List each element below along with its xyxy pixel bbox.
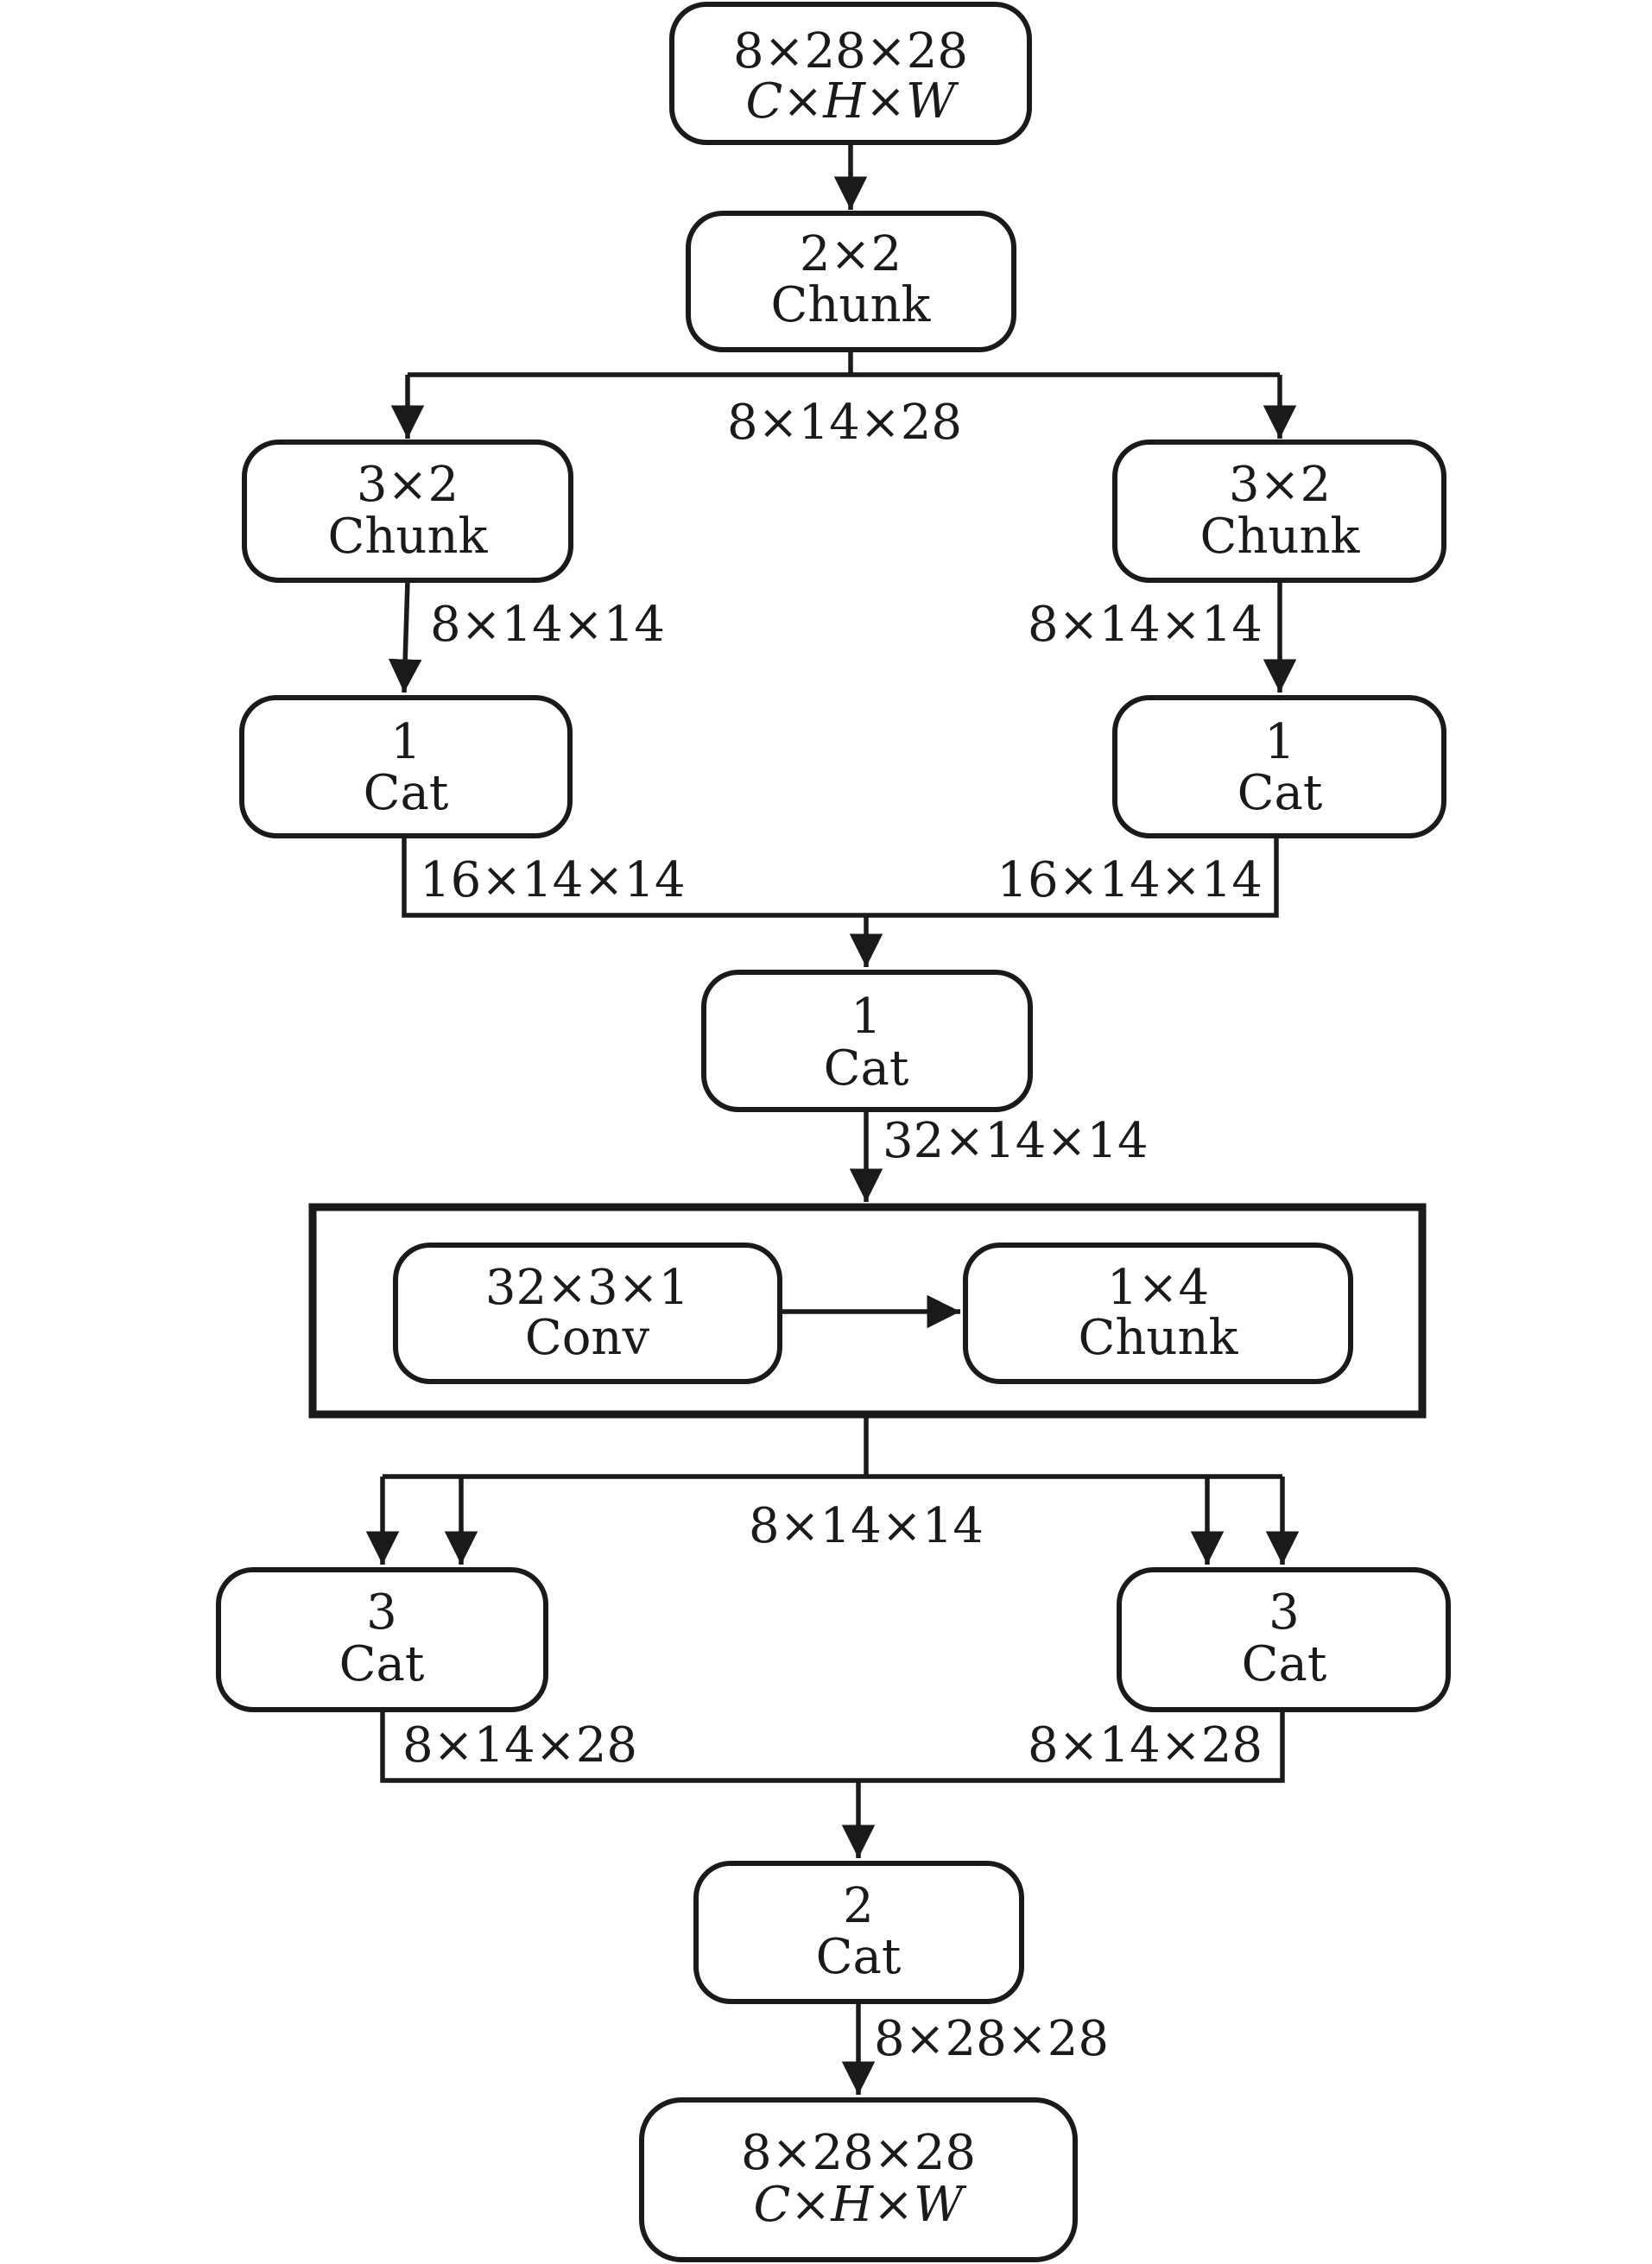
label-right-chunk-to-cat: 8×14×14: [1028, 597, 1263, 653]
node-cat3-left-param: 3: [366, 1584, 397, 1641]
node-cat2: 2 Cat: [693, 1861, 1024, 2004]
node-chunk-2x2-param: 2×2: [800, 226, 902, 282]
label-center-cat-out: 32×14×14: [883, 1113, 1149, 1169]
label-after-chunk-2x2: 8×14×28: [727, 395, 962, 451]
node-conv: 32×3×1 Conv: [393, 1243, 782, 1384]
node-cat1-left-op: Cat: [364, 765, 449, 821]
node-chunk-1x4-param: 1×4: [1107, 1260, 1209, 1316]
node-cat1-center: 1 Cat: [701, 970, 1033, 1112]
node-chunk-3x2-right-param: 3×2: [1229, 457, 1331, 513]
node-cat3-right-param: 3: [1269, 1584, 1300, 1641]
label-cat2-out: 8×28×28: [874, 2011, 1109, 2067]
label-left-cat-out: 16×14×14: [420, 852, 686, 908]
node-cat1-right-param: 1: [1264, 714, 1295, 770]
edge-cats-merge-bar: [402, 836, 1279, 918]
node-output-shape: 8×28×28: [741, 2125, 976, 2181]
node-chunk-1x4: 1×4 Chunk: [963, 1243, 1353, 1384]
node-cat1-left: 1 Cat: [239, 695, 573, 838]
node-cat2-param: 2: [843, 1878, 874, 1934]
edge-group-split-bar: [383, 1414, 1282, 1479]
node-chunk-3x2-left-op: Chunk: [328, 509, 489, 565]
node-cat1-center-param: 1: [851, 989, 882, 1045]
edge-cat3-merge-bar: [380, 1710, 1285, 1783]
label-right-cat3-out: 8×14×28: [1028, 1717, 1263, 1774]
label-left-chunk-to-cat: 8×14×14: [430, 597, 665, 653]
label-left-cat3-out: 8×14×28: [402, 1717, 637, 1774]
node-chunk-3x2-left-param: 3×2: [357, 457, 459, 513]
node-input-shape: 8×28×28: [733, 23, 968, 79]
edge-left-chunk-to-cat: [388, 579, 422, 693]
node-chunk-3x2-left: 3×2 Chunk: [242, 440, 573, 583]
node-cat1-center-op: Cat: [824, 1040, 909, 1097]
label-after-conv-group: 8×14×14: [749, 1498, 984, 1554]
node-output-dims: C×H×W: [753, 2177, 967, 2233]
edges: [365, 142, 1300, 2095]
node-input: 8×28×28 C×H×W: [669, 2, 1032, 145]
node-cat1-right-op: Cat: [1237, 765, 1323, 821]
node-chunk-1x4-op: Chunk: [1079, 1310, 1239, 1366]
node-chunk-3x2-right: 3×2 Chunk: [1112, 440, 1446, 583]
edge-chunk-split-bar: [408, 350, 1280, 377]
conv-chunk-group-frame: [308, 1203, 1427, 1419]
node-cat1-right: 1 Cat: [1112, 695, 1446, 838]
label-right-cat-out: 16×14×14: [997, 852, 1263, 908]
node-cat3-left-op: Cat: [339, 1636, 425, 1692]
node-conv-param: 32×3×1: [485, 1260, 689, 1316]
node-conv-op: Conv: [525, 1310, 650, 1366]
node-chunk-2x2: 2×2 Chunk: [686, 211, 1016, 352]
node-output: 8×28×28 C×H×W: [639, 2097, 1078, 2262]
node-cat1-left-param: 1: [390, 714, 421, 770]
node-chunk-3x2-right-op: Chunk: [1200, 509, 1361, 565]
node-chunk-2x2-op: Chunk: [771, 277, 932, 333]
node-cat3-right: 3 Cat: [1117, 1567, 1451, 1712]
node-cat2-op: Cat: [816, 1929, 902, 1985]
node-cat3-left: 3 Cat: [216, 1567, 548, 1712]
edge-labels: 8×14×28 8×14×14 8×14×14 16×14×14 16×14×1…: [402, 395, 1263, 2067]
node-input-dims: C×H×W: [745, 73, 959, 130]
node-cat3-right-op: Cat: [1242, 1636, 1327, 1692]
